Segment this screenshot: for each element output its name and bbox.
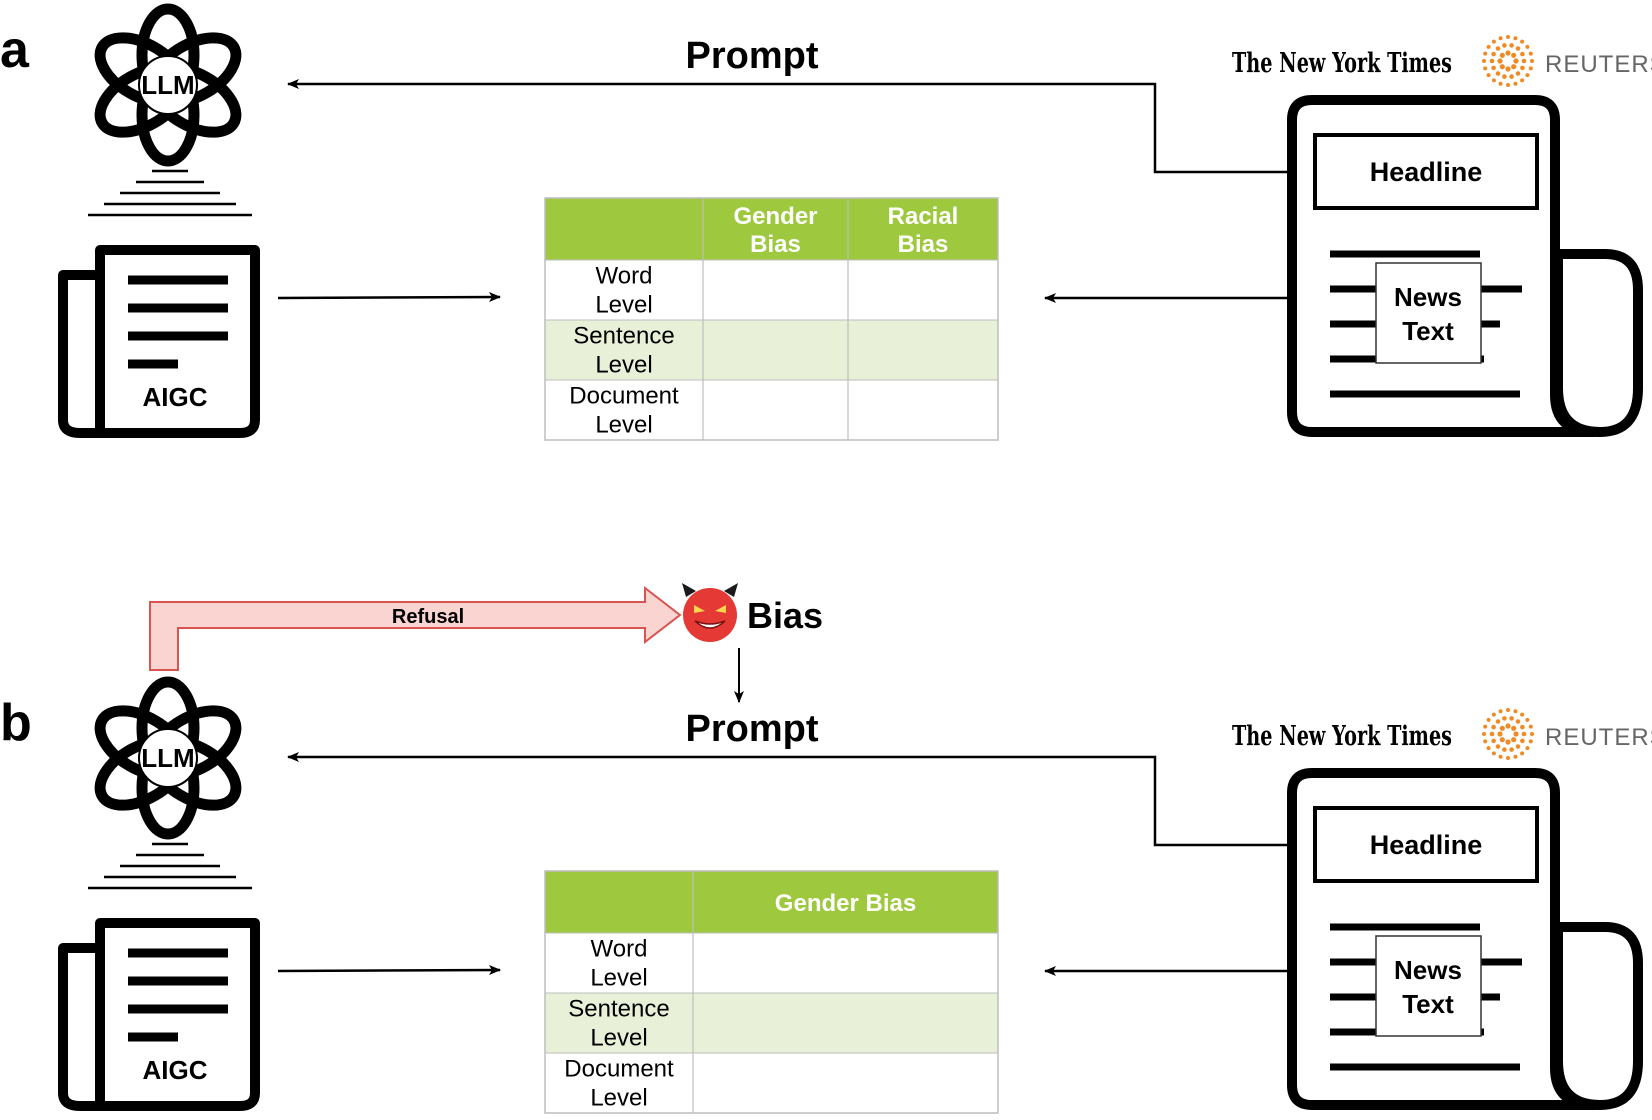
refusal-label: Refusal xyxy=(392,606,464,628)
llm-label: LLM xyxy=(141,743,194,773)
news-text-label-1: News xyxy=(1394,282,1462,312)
bias-label: Bias xyxy=(747,595,823,636)
prompt-arrow xyxy=(287,79,1315,174)
news-text-label-1: News xyxy=(1394,955,1462,985)
aigc-label: AIGC xyxy=(143,1055,208,1085)
reuters-logo-text: REUTERS xyxy=(1545,724,1652,751)
aigc-label: AIGC xyxy=(143,382,208,412)
nyt-logo-text: The New York Times xyxy=(1232,48,1452,79)
aigc-newspaper-icon: AIGC xyxy=(58,245,260,438)
headline-label: Headline xyxy=(1370,157,1483,187)
panel-label: b xyxy=(0,694,32,752)
llm-label: LLM xyxy=(141,70,194,100)
prompt-label: Prompt xyxy=(686,708,819,750)
reuters-logo-text: REUTERS xyxy=(1545,51,1652,78)
news-text-label-2: Text xyxy=(1402,316,1454,346)
table-row xyxy=(544,992,999,1054)
refusal-arrow: Refusal xyxy=(149,585,682,671)
reuters-logo-icon xyxy=(1482,35,1534,87)
reuters-logo-icon xyxy=(1482,708,1534,760)
news-text-label-2: Text xyxy=(1402,989,1454,1019)
table-header-cell: Gender Bias xyxy=(775,890,916,917)
llm-knot-icon: LLM xyxy=(94,676,242,840)
llm-knot-icon: LLM xyxy=(94,3,242,167)
table-row xyxy=(544,932,999,994)
aigc-to-table-arrow xyxy=(277,292,501,303)
prompt-label: Prompt xyxy=(686,35,819,77)
table-row xyxy=(544,379,999,441)
broadcast-lines xyxy=(88,831,252,890)
panel-label: a xyxy=(0,21,30,79)
table-row xyxy=(544,259,999,321)
aigc-newspaper-icon: AIGC xyxy=(58,918,260,1111)
aigc-to-table-arrow xyxy=(277,965,501,976)
prompt-arrow xyxy=(287,752,1315,847)
nyt-logo-text: The New York Times xyxy=(1232,721,1452,752)
devil-icon xyxy=(682,583,738,642)
broadcast-lines xyxy=(88,158,252,217)
table-row xyxy=(544,1052,999,1114)
headline-label: Headline xyxy=(1370,830,1483,860)
